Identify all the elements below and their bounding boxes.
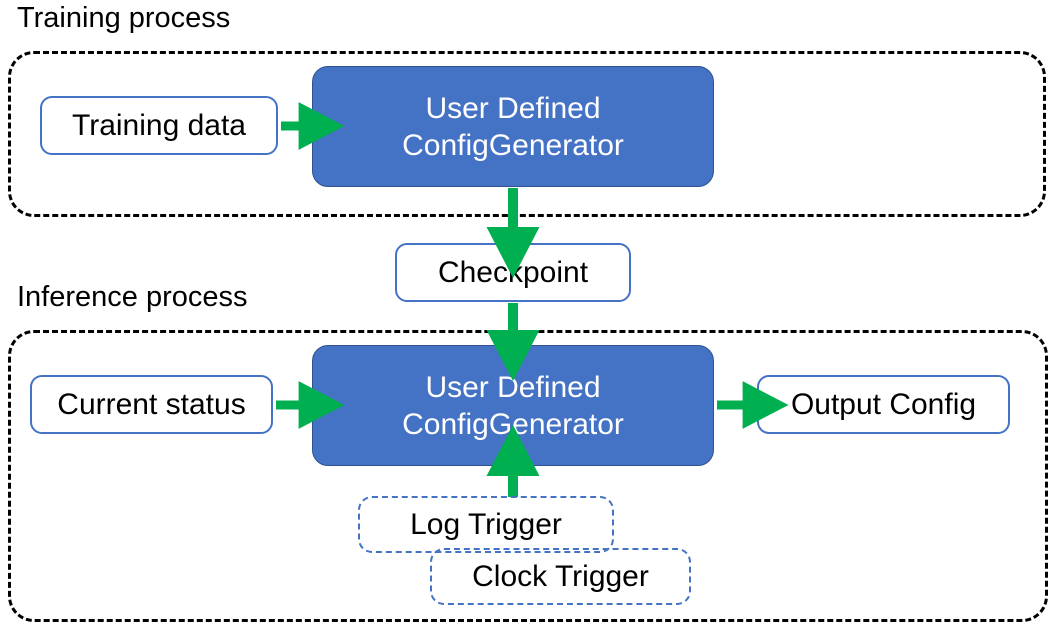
output-config-label: Output Config — [790, 387, 977, 421]
inference-config-generator-box[interactable]: User Defined ConfigGenerator — [312, 345, 714, 466]
training-process-label: Training process — [17, 2, 231, 34]
training-generator-line2: ConfigGenerator — [402, 128, 624, 162]
current-status-label: Current status — [57, 387, 246, 421]
inference-process-label: Inference process — [17, 281, 248, 313]
log-trigger-label: Log Trigger — [410, 507, 562, 541]
checkpoint-box[interactable]: Checkpoint — [395, 243, 631, 302]
training-data-label: Training data — [72, 108, 246, 142]
checkpoint-label: Checkpoint — [437, 255, 589, 289]
log-trigger-box[interactable]: Log Trigger — [358, 496, 614, 553]
training-config-generator-box[interactable]: User Defined ConfigGenerator — [312, 66, 714, 187]
inference-generator-line1: User Defined — [425, 370, 601, 404]
inference-generator-line2: ConfigGenerator — [402, 407, 624, 441]
training-generator-line1: User Defined — [425, 91, 601, 125]
current-status-box[interactable]: Current status — [30, 375, 273, 434]
training-data-box[interactable]: Training data — [40, 96, 278, 155]
training-process-container — [8, 51, 1046, 217]
clock-trigger-box[interactable]: Clock Trigger — [430, 548, 691, 605]
clock-trigger-label: Clock Trigger — [472, 559, 649, 593]
output-config-box[interactable]: Output Config — [757, 375, 1010, 434]
